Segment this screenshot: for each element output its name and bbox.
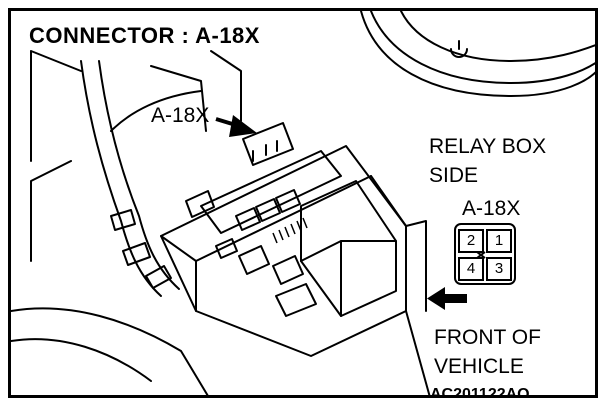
strut-tower xyxy=(360,11,595,97)
pin-2-label: 2 xyxy=(466,232,476,249)
callout-label: A-18X xyxy=(151,104,210,127)
connector-label: A-18X xyxy=(462,197,521,220)
wiring-harness xyxy=(80,60,162,297)
diagram-frame: CONNECTOR : A-18X A-18X RELAY BOX SIDE A… xyxy=(8,8,598,398)
connector-a18x-location xyxy=(242,122,294,166)
engine-bay-illustration xyxy=(11,11,595,395)
pin-4-label: 4 xyxy=(466,260,476,277)
connector-face-diagram xyxy=(454,223,516,285)
front-of-vehicle-arrow xyxy=(427,287,467,310)
figure-code: AC201122AQ xyxy=(430,386,530,398)
relay-box-side-label: RELAY BOX xyxy=(429,135,547,158)
relay-box-side-label-line2: SIDE xyxy=(429,164,479,187)
pin-3-label: 3 xyxy=(494,260,504,277)
pin-1-label: 1 xyxy=(494,232,504,249)
front-of-vehicle-label-line2: VEHICLE xyxy=(434,355,524,378)
callout-arrow xyxy=(215,115,257,137)
diagram-title: CONNECTOR : A-18X xyxy=(27,23,264,49)
front-of-vehicle-label: FRONT OF xyxy=(434,326,541,349)
